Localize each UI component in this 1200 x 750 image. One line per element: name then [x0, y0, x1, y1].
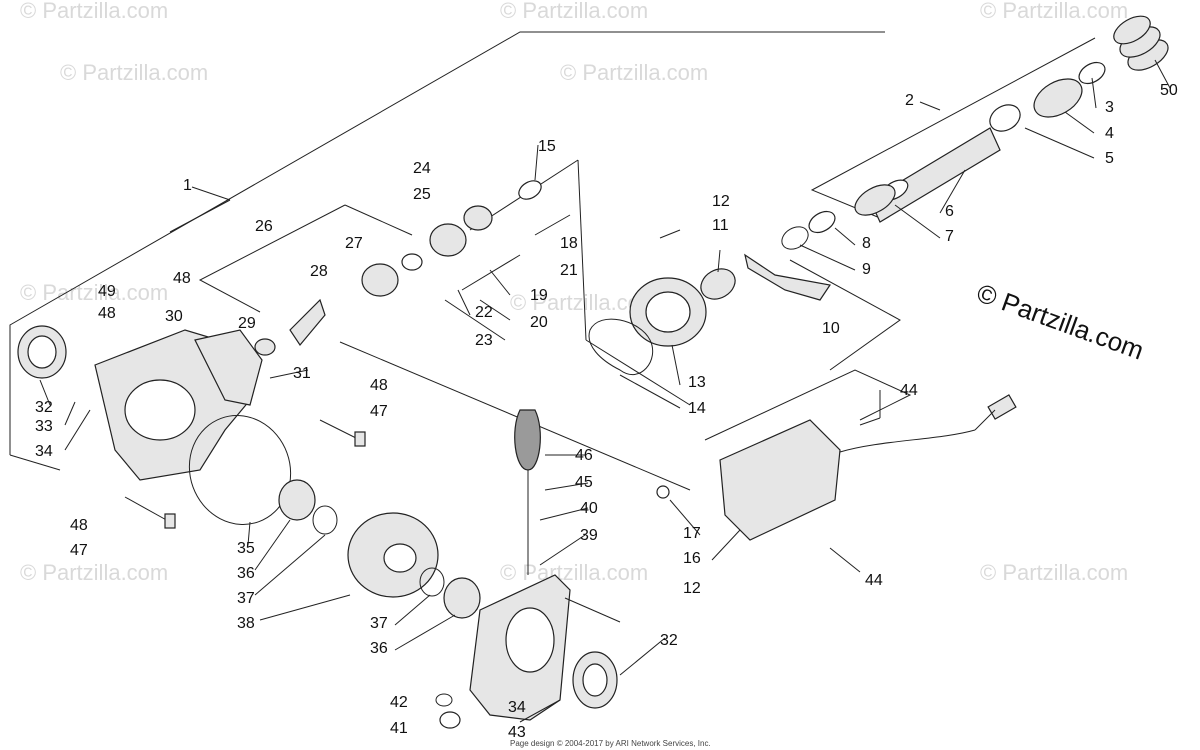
watermark-text: © Partzilla.com: [500, 560, 648, 585]
callout-44: 44: [900, 382, 918, 399]
watermark-text: © Partzilla.com: [560, 60, 708, 85]
assembly-brackets: [9, 31, 1096, 491]
callout-10: 10: [822, 320, 840, 337]
callout-12: 12: [683, 580, 701, 597]
callout-18: 18: [560, 235, 578, 252]
watermark-text: © Partzilla.com: [60, 60, 208, 85]
callout-19: 19: [530, 287, 548, 304]
callout-23: 23: [475, 332, 493, 349]
callout-34: 34: [508, 699, 526, 716]
callout-6: 6: [945, 203, 954, 220]
watermark-text: © Partzilla.com: [20, 280, 168, 305]
callout-37: 37: [237, 590, 255, 607]
callout-48: 48: [70, 517, 88, 534]
bolts: [124, 229, 881, 623]
copyright-footer: Page design © 2004-2017 by ARI Network S…: [510, 739, 711, 748]
callout-3: 3: [1105, 99, 1114, 116]
boot-50: [989, 15, 1169, 132]
callout-30: 30: [165, 308, 183, 325]
callout-20: 20: [530, 314, 548, 331]
callout-43: 43: [508, 724, 526, 741]
callout-48: 48: [98, 305, 116, 322]
callout-39: 39: [580, 527, 598, 544]
bearing-housing-13: [588, 226, 832, 376]
callout-22: 22: [475, 304, 493, 321]
watermark-text: © Partzilla.com: [20, 0, 168, 23]
callout-33: 33: [35, 418, 53, 435]
pinion-gear-assembly: [254, 180, 571, 356]
callout-40: 40: [580, 500, 598, 517]
callout-13: 13: [688, 374, 706, 391]
gear-case-30: [17, 325, 292, 525]
callout-34: 34: [35, 443, 53, 460]
brand-watermark: © Partzilla.com: [973, 277, 1148, 365]
callout-4: 4: [1105, 125, 1114, 142]
callout-21: 21: [560, 262, 578, 279]
callout-17: 17: [683, 525, 701, 542]
callout-47: 47: [370, 403, 388, 420]
callout-2: 2: [905, 92, 914, 109]
callout-32: 32: [660, 632, 678, 649]
callout-36: 36: [370, 640, 388, 657]
callout-15: 15: [538, 138, 556, 155]
leader-lines: [39, 59, 1171, 723]
callout-11: 11: [712, 217, 729, 234]
callout-1: 1: [183, 177, 192, 194]
callout-38: 38: [237, 615, 255, 632]
watermark-layer: © Partzilla.com © Partzilla.com © Partzi…: [20, 0, 1128, 585]
callout-44: 44: [865, 572, 883, 589]
callout-31: 31: [293, 365, 311, 382]
watermark-text: © Partzilla.com: [980, 560, 1128, 585]
actuator-16: [656, 394, 1017, 541]
callout-27: 27: [345, 235, 363, 252]
watermark-text: © Partzilla.com: [980, 0, 1128, 23]
ring-gear-assembly: [278, 479, 481, 619]
callout-42: 42: [390, 694, 408, 711]
callout-29: 29: [238, 315, 256, 332]
callout-9: 9: [862, 261, 871, 278]
callout-35: 35: [237, 540, 255, 557]
callout-labels: 1 2 3 4 5 6 7 8 9 10 11 12 12 13 14 15 1…: [35, 82, 1178, 741]
callout-25: 25: [413, 186, 431, 203]
callout-36: 36: [237, 565, 255, 582]
cover-39: [435, 409, 618, 729]
callout-47: 47: [70, 542, 88, 559]
callout-49: 49: [98, 283, 116, 300]
callout-32: 32: [35, 399, 53, 416]
callout-45: 45: [575, 474, 593, 491]
watermark-text: © Partzilla.com: [20, 560, 168, 585]
callout-46: 46: [575, 447, 593, 464]
callout-12: 12: [712, 193, 730, 210]
watermark-text: © Partzilla.com: [500, 0, 648, 23]
callout-8: 8: [862, 235, 871, 252]
callout-48: 48: [370, 377, 388, 394]
callout-41: 41: [390, 720, 408, 737]
callout-37: 37: [370, 615, 388, 632]
callout-7: 7: [945, 228, 954, 245]
callout-14: 14: [688, 400, 706, 417]
output-shaft: [808, 127, 1001, 234]
callout-48: 48: [173, 270, 191, 287]
callout-26: 26: [255, 218, 273, 235]
callout-28: 28: [310, 263, 328, 280]
callout-16: 16: [683, 550, 701, 567]
callout-5: 5: [1105, 150, 1114, 167]
callout-24: 24: [413, 160, 431, 177]
callout-50: 50: [1160, 82, 1178, 99]
